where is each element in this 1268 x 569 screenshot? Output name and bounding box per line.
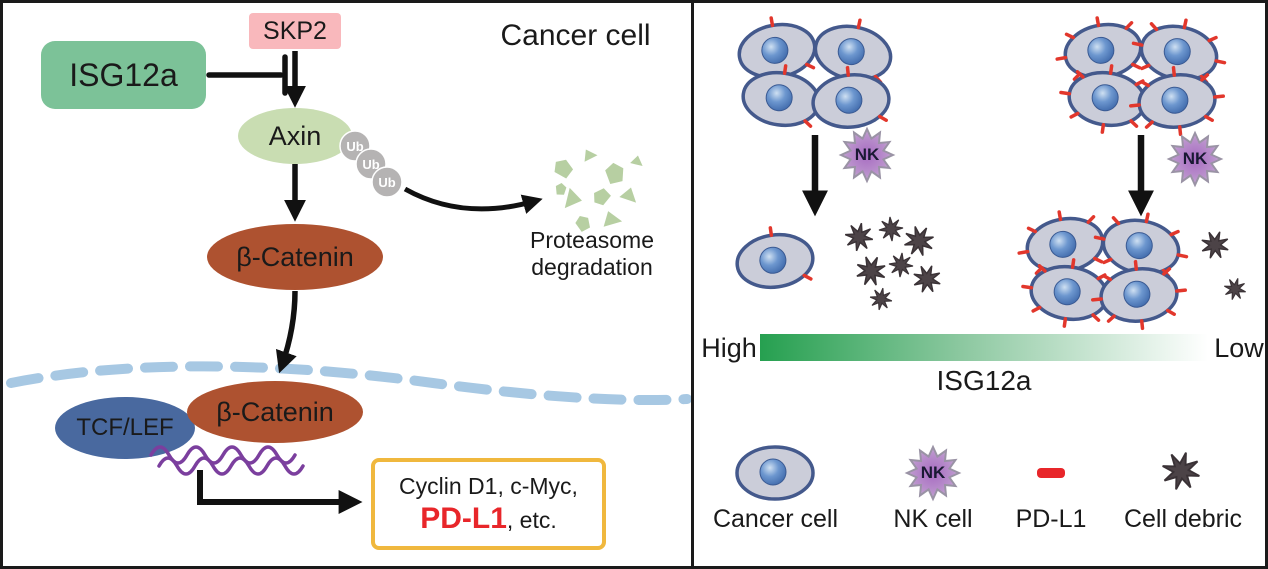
beta-catenin-cytoplasm-ellipse [207, 224, 383, 290]
pdl1-label: PD-L1 [420, 501, 507, 535]
dna-waves [149, 445, 305, 476]
diagram-graphics [6, 3, 1251, 514]
beta-catenin-nucleus-label: β-Catenin [216, 396, 334, 427]
beta-catenin-cytoplasm-label: β-Catenin [236, 241, 354, 272]
ubiquitin-to-proteasome-arrow [403, 186, 543, 214]
target-genes-arrow [197, 470, 363, 514]
nuclear-membrane-dashed-line [6, 361, 692, 406]
cell-debris-right [1196, 226, 1251, 305]
legend-cell-debric-label: Cell debric [1123, 505, 1243, 533]
legend-debris-icon [1156, 446, 1206, 496]
isg12a-label: ISG12a [69, 56, 178, 93]
cell-debris-left [842, 211, 946, 315]
cancer-cluster-low-isg12a [1051, 10, 1231, 139]
ubiquitin-label-3: Ub [378, 174, 396, 190]
nuclear-translocation-arrow [275, 290, 298, 374]
cancer-cluster-high-isg12a [734, 11, 897, 130]
nk-label-right: NK [1182, 149, 1208, 168]
nk-label-left: NK [854, 145, 880, 164]
legend-pdl1-icon [1037, 468, 1065, 478]
ubiquitin-chain [339, 130, 403, 198]
proteasome-debris [551, 145, 645, 234]
legend-nk-cell-label: NK cell [893, 505, 973, 533]
right-panel-graphics [733, 10, 1251, 501]
panel-divider [691, 3, 694, 566]
panel-title-cancer-cell: Cancer cell [500, 19, 651, 52]
legend-pdl1-label: PD-L1 [1015, 505, 1087, 533]
isg12a-box: ISG12a [41, 41, 206, 109]
proteasome-degradation-label: Proteasome degradation [529, 227, 654, 280]
tcf-lef-ellipse [55, 397, 195, 459]
isg12a-axis-label: ISG12a [936, 365, 1032, 396]
isg12a-inhibition-bar [206, 54, 288, 96]
skp2-box: SKP2 [249, 13, 341, 49]
legend-cancer-cell-icon [735, 445, 815, 501]
beta-catenin-nucleus-ellipse [187, 381, 363, 443]
isg12a-gradient-bar [760, 334, 1208, 361]
axin-label: Axin [268, 120, 322, 151]
ubiquitin-label-1: Ub [346, 138, 364, 154]
target-genes-line2: PD-L1 , etc. [420, 502, 557, 536]
tcf-lef-label: TCF/LEF [76, 414, 174, 441]
gradient-high-label: High [701, 333, 757, 363]
gradient-low-label: Low [1214, 333, 1264, 363]
target-genes-box: Cyclin D1, c-Myc, PD-L1 , etc. [371, 458, 606, 550]
skp2-label: SKP2 [263, 16, 327, 45]
surviving-cell-left [733, 223, 817, 292]
target-genes-line1: Cyclin D1, c-Myc, [399, 472, 578, 499]
left-panel-graphics [6, 51, 692, 514]
nk-label-legend: NK [920, 463, 946, 482]
axin-ellipse [238, 108, 352, 164]
etc-label: , etc. [506, 506, 557, 533]
ubiquitin-label-2: Ub [362, 156, 380, 172]
surviving-cluster-right [1013, 204, 1193, 333]
legend-cancer-cell-label: Cancer cell [712, 505, 839, 533]
